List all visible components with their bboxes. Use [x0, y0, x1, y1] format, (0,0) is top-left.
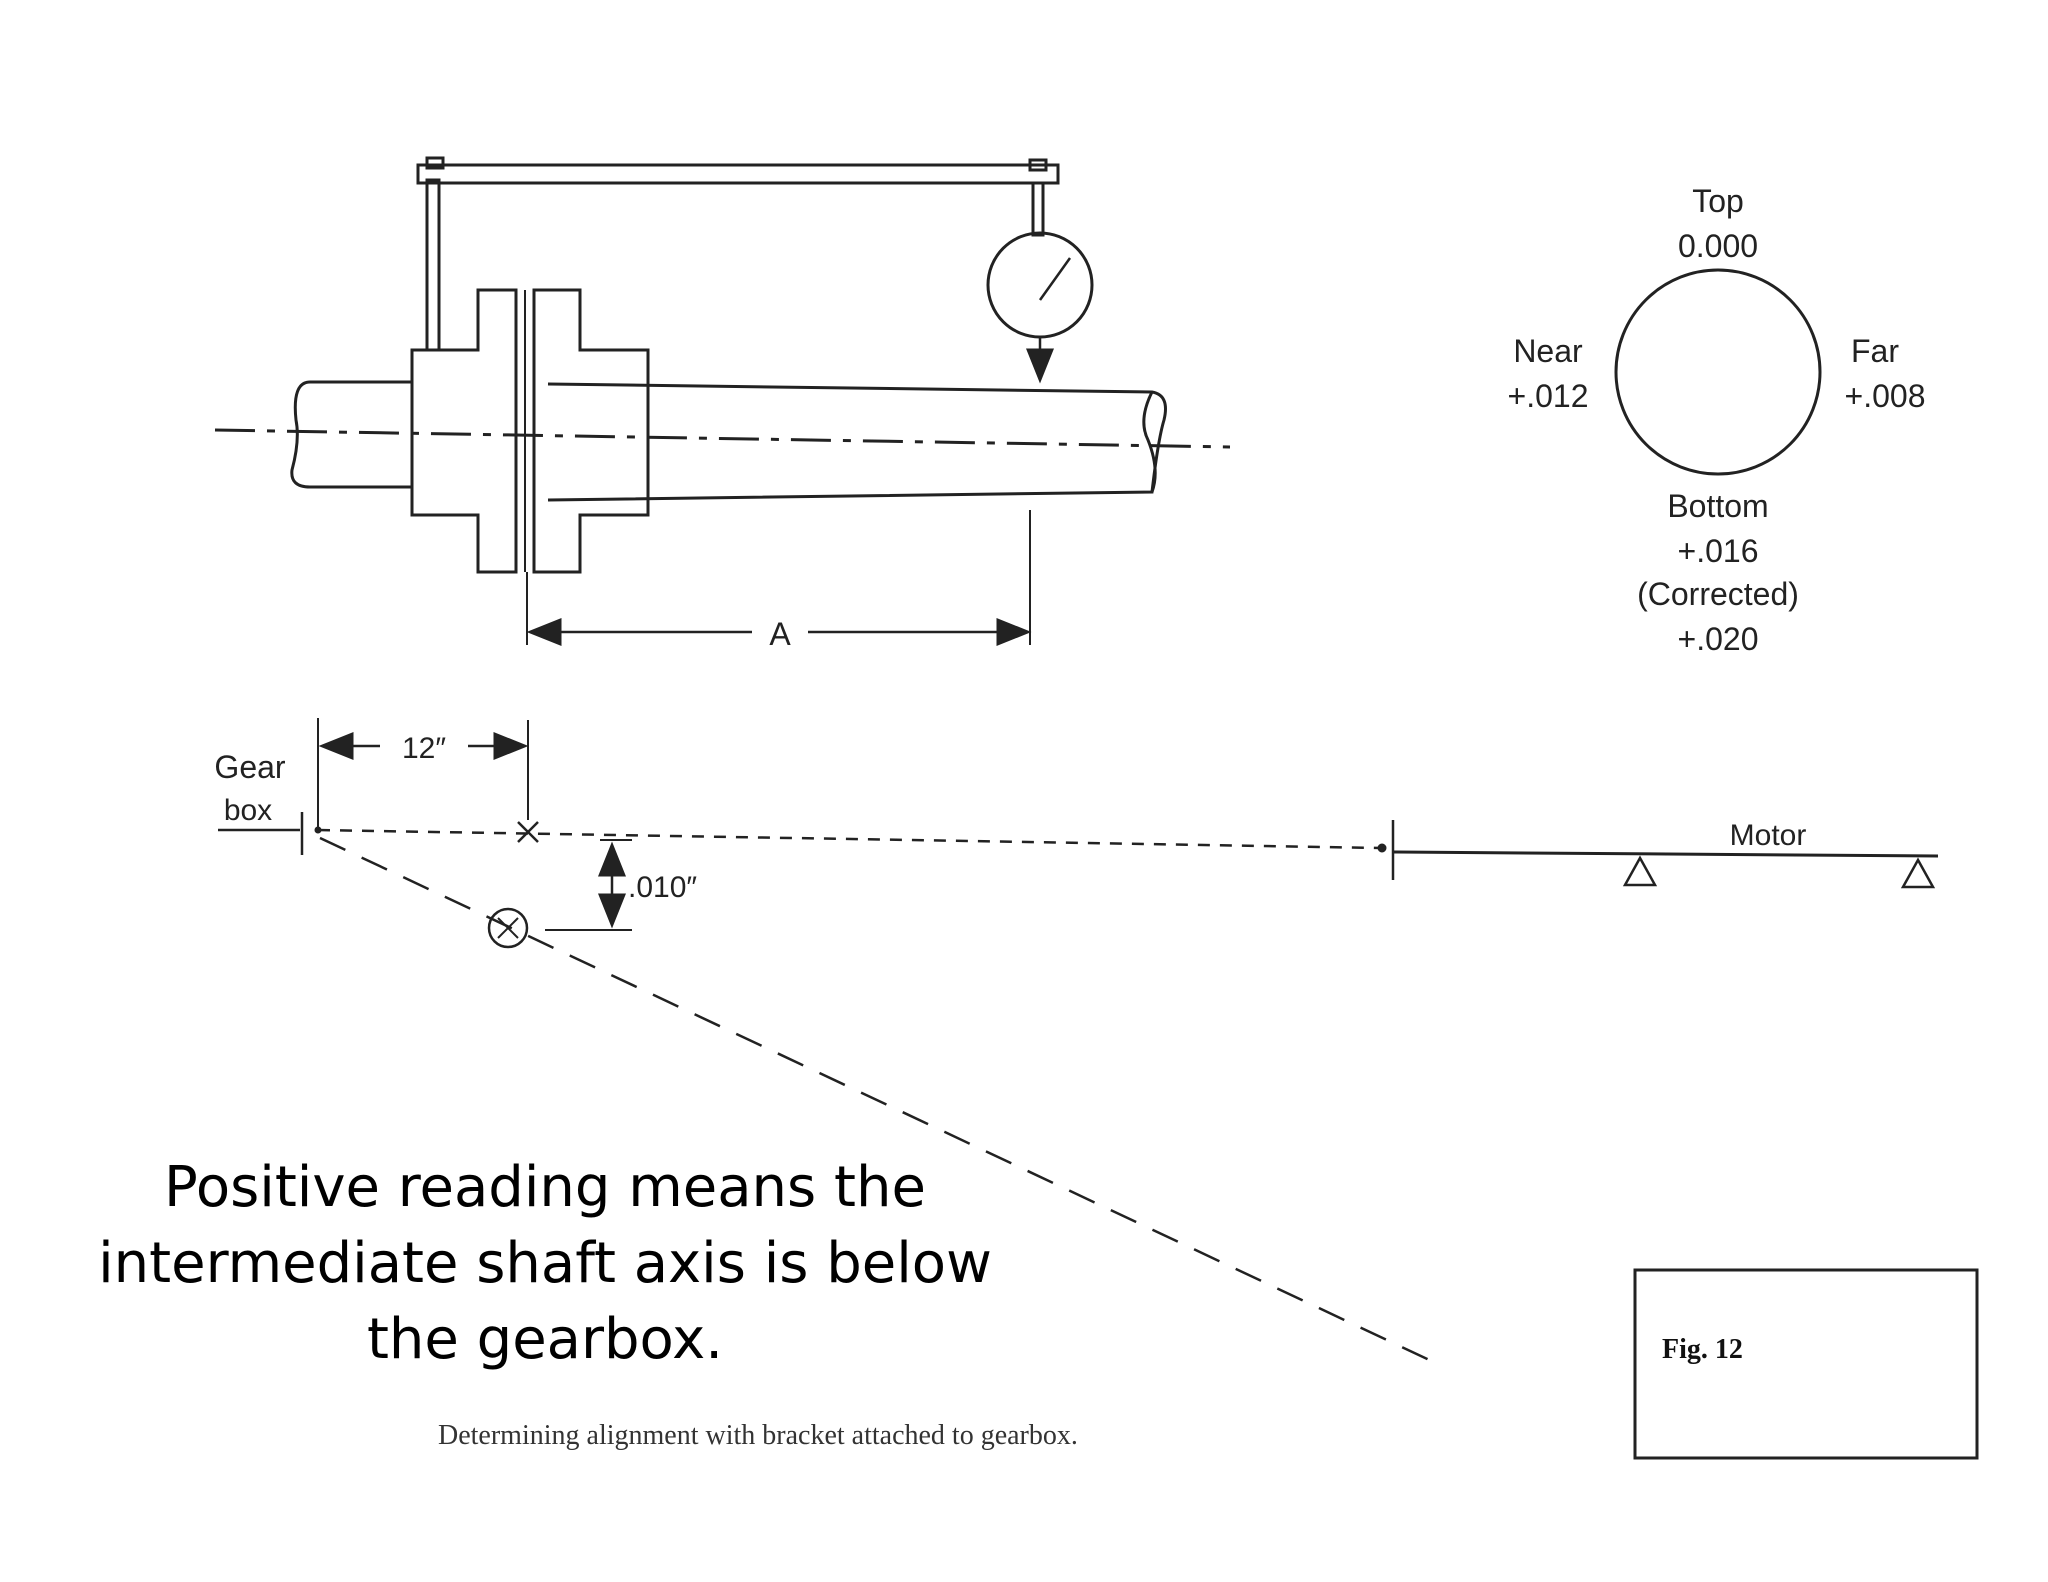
top-value: 0.000 [1678, 228, 1758, 264]
near-label: Near [1513, 333, 1583, 369]
figure-caption: Determining alignment with bracket attac… [438, 1420, 1078, 1451]
dimension-a-label: A [769, 616, 791, 652]
figure-box [1633, 1268, 1979, 1460]
motor-support-triangle-2 [1900, 857, 1936, 889]
motor-label: Motor [1730, 819, 1807, 852]
circled-x-marker [487, 907, 529, 949]
bottom-label: Bottom [1667, 488, 1768, 524]
alignment-plot [218, 718, 1939, 1367]
dial-indicator [986, 231, 1094, 339]
explanation-note: Positive reading means the intermediate … [80, 1150, 1010, 1378]
note-line-1: Positive reading means the [164, 1155, 926, 1220]
note-line-2: intermediate shaft axis is below [98, 1231, 992, 1296]
right-shaft [547, 382, 1167, 502]
far-value: +.008 [1845, 378, 1926, 414]
offset-label: .010″ [628, 871, 697, 904]
top-label: Top [1692, 183, 1744, 219]
gearbox-axis-line [317, 828, 1383, 850]
corrected-label: (Corrected) [1637, 576, 1799, 612]
note-line-3: the gearbox. [366, 1307, 724, 1372]
bracket-arm [416, 163, 1060, 185]
motor-line [1392, 850, 1939, 858]
gearbox-label-line2: box [224, 794, 272, 827]
near-value: +.012 [1508, 378, 1589, 414]
left-shaft [290, 380, 412, 489]
bottom-value: +.016 [1678, 533, 1759, 569]
figure-label: Fig. 12 [1662, 1334, 1743, 1365]
bracket-shaft-drawing [214, 156, 1231, 646]
bracket-post [425, 178, 441, 352]
readings-circle [1614, 268, 1822, 476]
far-label: Far [1851, 333, 1899, 369]
shaft-centerline [214, 428, 1231, 449]
corrected-value: +.020 [1678, 621, 1759, 657]
gearbox-label-line1: Gear [214, 749, 285, 785]
right-coupling-hub [532, 288, 650, 574]
distance-label: 12″ [402, 732, 446, 765]
motor-support-triangle-1 [1622, 855, 1658, 887]
left-coupling-hub [410, 288, 518, 574]
